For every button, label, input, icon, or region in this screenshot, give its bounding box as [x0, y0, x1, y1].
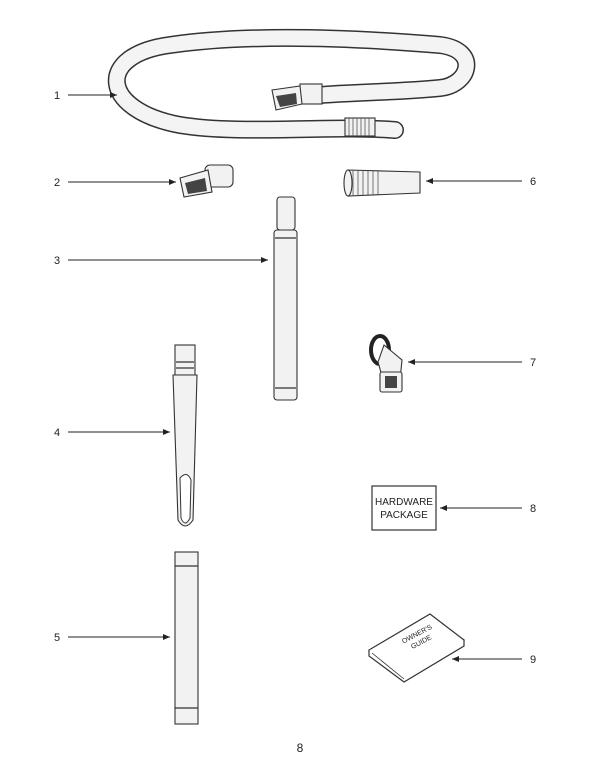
callout-9: 9 [530, 654, 536, 666]
callout-numbers: 1 2 3 4 5 6 7 8 9 [54, 90, 536, 666]
callout-3: 3 [54, 255, 60, 267]
hose-assembly [107, 28, 476, 139]
callout-4: 4 [54, 427, 60, 439]
callout-1: 1 [54, 90, 60, 102]
extension-wand [273, 196, 298, 401]
hose-adapter [343, 169, 421, 197]
hardware-label-line1: HARDWARE [375, 497, 433, 508]
elbow-fitting [369, 334, 403, 393]
callout-8: 8 [530, 503, 536, 515]
callout-7: 7 [530, 357, 536, 369]
callout-6: 6 [530, 176, 536, 188]
straight-tube [174, 551, 199, 725]
owners-guide-book: OWNER'S GUIDE [367, 613, 466, 683]
hardware-package: HARDWARE PACKAGE [371, 485, 437, 531]
crevice-tool [172, 344, 198, 527]
page-number: 8 [296, 741, 304, 755]
callout-leaders [68, 92, 522, 662]
swivel-connector [179, 164, 234, 198]
callout-2: 2 [54, 177, 60, 189]
hardware-label-line2: PACKAGE [380, 510, 428, 521]
callout-5: 5 [54, 632, 60, 644]
